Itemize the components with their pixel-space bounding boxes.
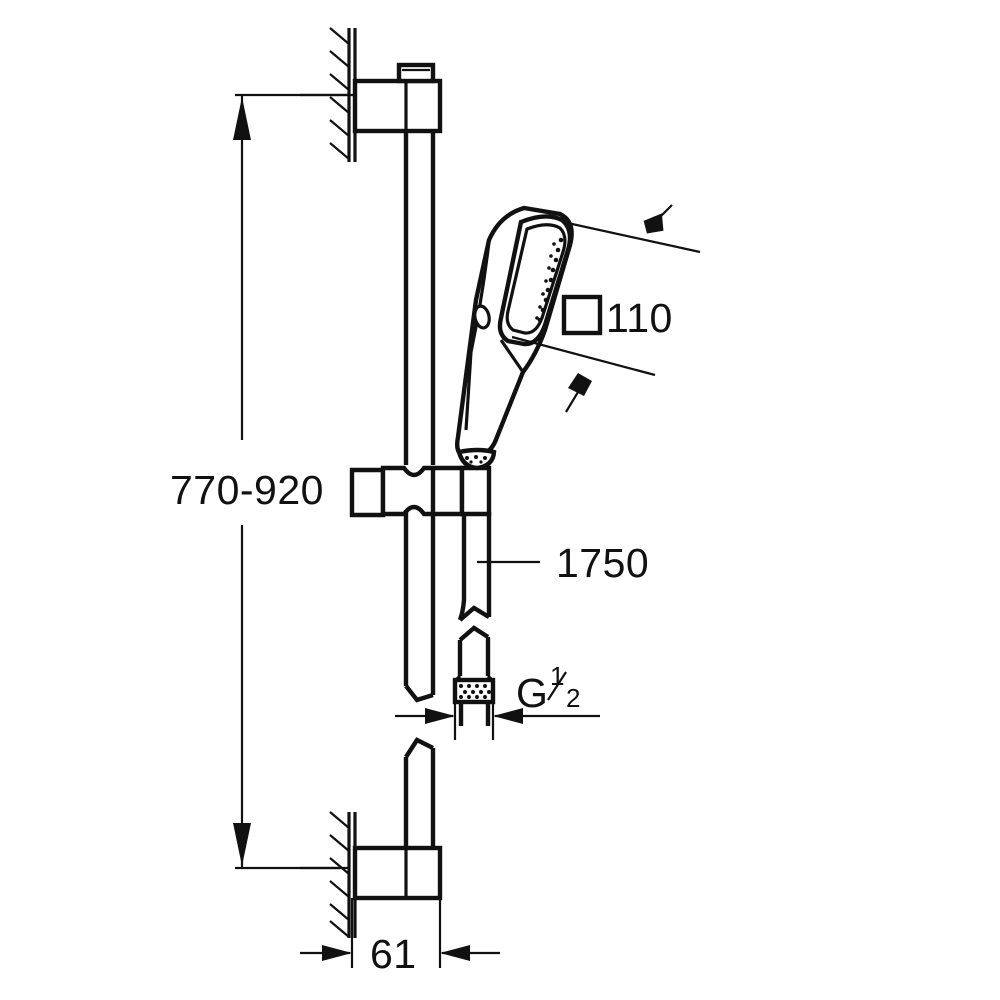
dimension-label-hose-length: 1750 [556,540,649,586]
dimension-hose-length: 1750 [477,540,649,586]
wall-hatching-lower [329,811,357,938]
shower-hose [452,512,496,726]
lower-wall-bracket [352,845,443,901]
handle-collar-texture [465,455,487,464]
dimension-label-shower-head-size: 110 [606,295,673,341]
upper-wall-bracket [352,62,443,134]
dimension-wall-projection: 61 [300,898,500,977]
slider-holder [349,465,492,518]
wall-reference-lines [300,93,349,870]
dimension-rail-height: 770-920 [170,93,355,870]
dimension-label-hose-thread-numerator: 1 [550,661,564,691]
hand-shower [454,205,574,471]
dimension-label-wall-projection: 61 [370,931,417,977]
dimension-shower-head-size: 110 [511,204,701,413]
shower-rail [403,131,436,848]
hose-nut-knurl-texture [459,684,491,699]
spray-nozzles [535,237,564,323]
dimension-label-rail-height: 770-920 [170,467,324,513]
dimension-label-hose-thread-denominator: 2 [566,683,580,713]
dimension-hose-thread: G 1 2 [395,661,600,740]
dimension-label-hose-thread-letter: G [516,670,548,716]
